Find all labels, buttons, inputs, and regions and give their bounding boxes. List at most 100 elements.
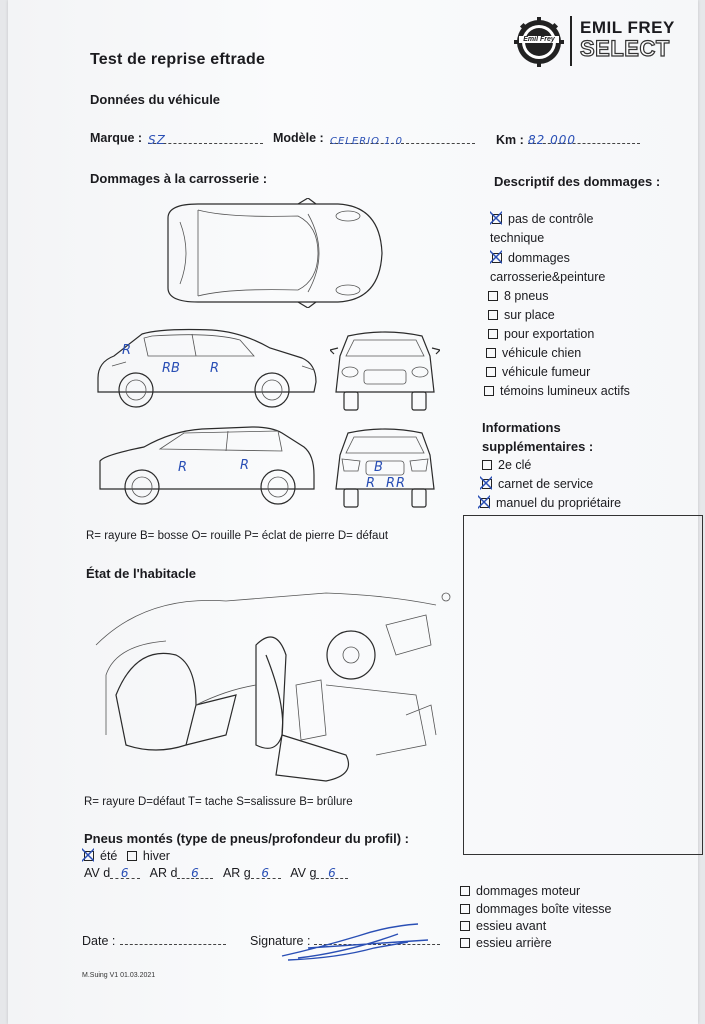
km-field[interactable]: 82 000 <box>528 131 640 147</box>
av-g-value: 6 <box>328 866 337 880</box>
notes-box[interactable] <box>463 515 703 855</box>
checkbox-icon[interactable] <box>460 921 470 931</box>
damage-item-bodywork[interactable]: dommages <box>490 250 570 265</box>
brand-name-bottom: SELECT <box>579 35 670 61</box>
checkbox-icon[interactable] <box>486 348 496 358</box>
right-side-mark-2: R <box>240 458 249 473</box>
summer-checkbox-icon[interactable] <box>82 848 94 862</box>
summer-label: été <box>100 849 118 863</box>
right-side-mark-1: R <box>178 460 187 475</box>
checkbox-icon[interactable] <box>488 329 498 339</box>
car-front-view-diagram[interactable] <box>330 328 440 412</box>
winter-label: hiver <box>142 849 170 863</box>
form-title: Test de reprise eftrade <box>90 51 266 68</box>
marque-label: Marque : <box>90 131 143 145</box>
car-left-side-diagram[interactable]: R RB R <box>92 326 322 412</box>
mech-item-label: dommages boîte vitesse <box>476 902 612 916</box>
ar-d-value: 6 <box>191 866 200 880</box>
extra-item-label: manuel du propriétaire <box>496 496 622 510</box>
winter-checkbox-icon[interactable] <box>126 851 137 861</box>
damage-item-label: pour exportation <box>504 327 595 341</box>
damage-item-warning-lights[interactable]: témoins lumineux actifs <box>484 384 630 398</box>
interior-legend: R= rayure D=défaut T= tache S=salissure … <box>84 796 353 808</box>
car-right-side-diagram[interactable]: R R <box>92 423 322 509</box>
signature-field[interactable] <box>314 932 440 945</box>
interior-diagram[interactable] <box>86 585 451 790</box>
form-version: M.Suing V1 01.03.2021 <box>82 972 156 979</box>
damage-item-dog[interactable]: véhicule chien <box>486 346 581 360</box>
damage-item-export[interactable]: pour exportation <box>488 327 594 341</box>
extra-item-service-book[interactable]: carnet de service <box>480 476 594 491</box>
km-value: 82 000 <box>528 133 576 147</box>
modele-field[interactable]: CELERIO 1.0 <box>330 131 475 147</box>
damage-item-label: dommages <box>508 251 570 265</box>
emil-frey-logo-icon: Emil Frey <box>514 17 564 67</box>
ar-d-label: AR d <box>149 866 178 880</box>
signature-scribble-icon <box>281 923 429 961</box>
damage-item-no-ct-line2: technique <box>490 231 545 245</box>
damage-item-smoker[interactable]: véhicule fumeur <box>486 365 590 379</box>
km-label: Km : <box>496 133 524 147</box>
left-side-mark-2: RB <box>162 361 180 376</box>
marque-field[interactable]: SZ <box>148 131 263 147</box>
ar-g-field[interactable]: 6 <box>250 866 281 880</box>
car-top-view-diagram[interactable] <box>158 198 388 308</box>
av-d-field[interactable]: 6 <box>110 866 141 880</box>
checkbox-checked-icon[interactable] <box>490 250 502 264</box>
mech-item-label: essieu avant <box>476 919 547 933</box>
damage-desc-label: Descriptif des dommages : <box>494 174 661 189</box>
modele-value: CELERIO 1.0 <box>330 136 404 147</box>
ar-g-label: AR g <box>222 866 251 880</box>
checkbox-icon[interactable] <box>460 886 470 896</box>
mech-engine[interactable]: dommages moteur <box>460 884 580 898</box>
damage-item-label: 8 pneus <box>504 289 549 303</box>
mech-front-axle[interactable]: essieu avant <box>460 919 546 933</box>
vehicle-section-label: Données du véhicule <box>90 92 221 107</box>
date-field[interactable] <box>120 932 226 945</box>
tyre-type-row: été hiver <box>82 848 170 863</box>
tyres-label: Pneus montés (type de pneus/profondeur d… <box>84 831 410 846</box>
mech-item-label: dommages moteur <box>476 884 581 898</box>
av-g-label: AV g <box>290 866 317 880</box>
damage-item-label: témoins lumineux actifs <box>500 384 630 398</box>
car-rear-view-diagram[interactable]: B R R R <box>330 425 440 509</box>
rear-mark-1: B <box>374 460 383 475</box>
left-side-mark-1: R <box>122 343 131 358</box>
damage-item-label: véhicule chien <box>502 346 582 360</box>
mech-gearbox[interactable]: dommages boîte vitesse <box>460 902 612 916</box>
rear-mark-2: R <box>366 476 375 491</box>
checkbox-icon[interactable] <box>486 367 496 377</box>
damage-item-8-tyres[interactable]: 8 pneus <box>488 289 548 303</box>
damage-item-no-ct[interactable]: pas de contrôle <box>490 211 594 226</box>
checkbox-icon[interactable] <box>484 386 494 396</box>
checkbox-checked-icon[interactable] <box>480 476 492 490</box>
extra-item-label: carnet de service <box>498 477 594 491</box>
mech-rear-axle[interactable]: essieu arrière <box>460 936 552 950</box>
modele-label: Modèle : <box>273 131 324 145</box>
marque-value: SZ <box>148 133 166 147</box>
damage-item-on-site[interactable]: sur place <box>488 308 555 322</box>
mech-item-label: essieu arrière <box>476 936 552 950</box>
extra-info-label-2: supplémentaires : <box>482 439 594 454</box>
extra-item-label: 2e clé <box>498 458 532 472</box>
damage-item-bodywork-line2: carrosserie&peinture <box>490 270 606 284</box>
av-g-field[interactable]: 6 <box>316 866 349 880</box>
damage-item-label: sur place <box>504 308 555 322</box>
extra-item-owner-manual[interactable]: manuel du propriétaire <box>478 495 622 510</box>
checkbox-icon[interactable] <box>460 904 470 914</box>
body-damage-label: Dommages à la carrosserie : <box>90 171 268 186</box>
checkbox-checked-icon[interactable] <box>478 495 490 509</box>
checkbox-icon[interactable] <box>460 938 470 948</box>
left-side-mark-3: R <box>210 361 219 376</box>
extra-item-second-key[interactable]: 2e clé <box>482 458 531 472</box>
checkbox-icon[interactable] <box>488 291 498 301</box>
checkbox-icon[interactable] <box>488 310 498 320</box>
damage-item-label: pas de contrôle <box>508 212 594 226</box>
damage-item-label: véhicule fumeur <box>502 365 591 379</box>
logo-divider <box>570 16 572 66</box>
ar-g-value: 6 <box>261 866 271 880</box>
ar-d-field[interactable]: 6 <box>177 866 214 880</box>
checkbox-checked-icon[interactable] <box>490 211 502 225</box>
checkbox-icon[interactable] <box>482 460 492 470</box>
